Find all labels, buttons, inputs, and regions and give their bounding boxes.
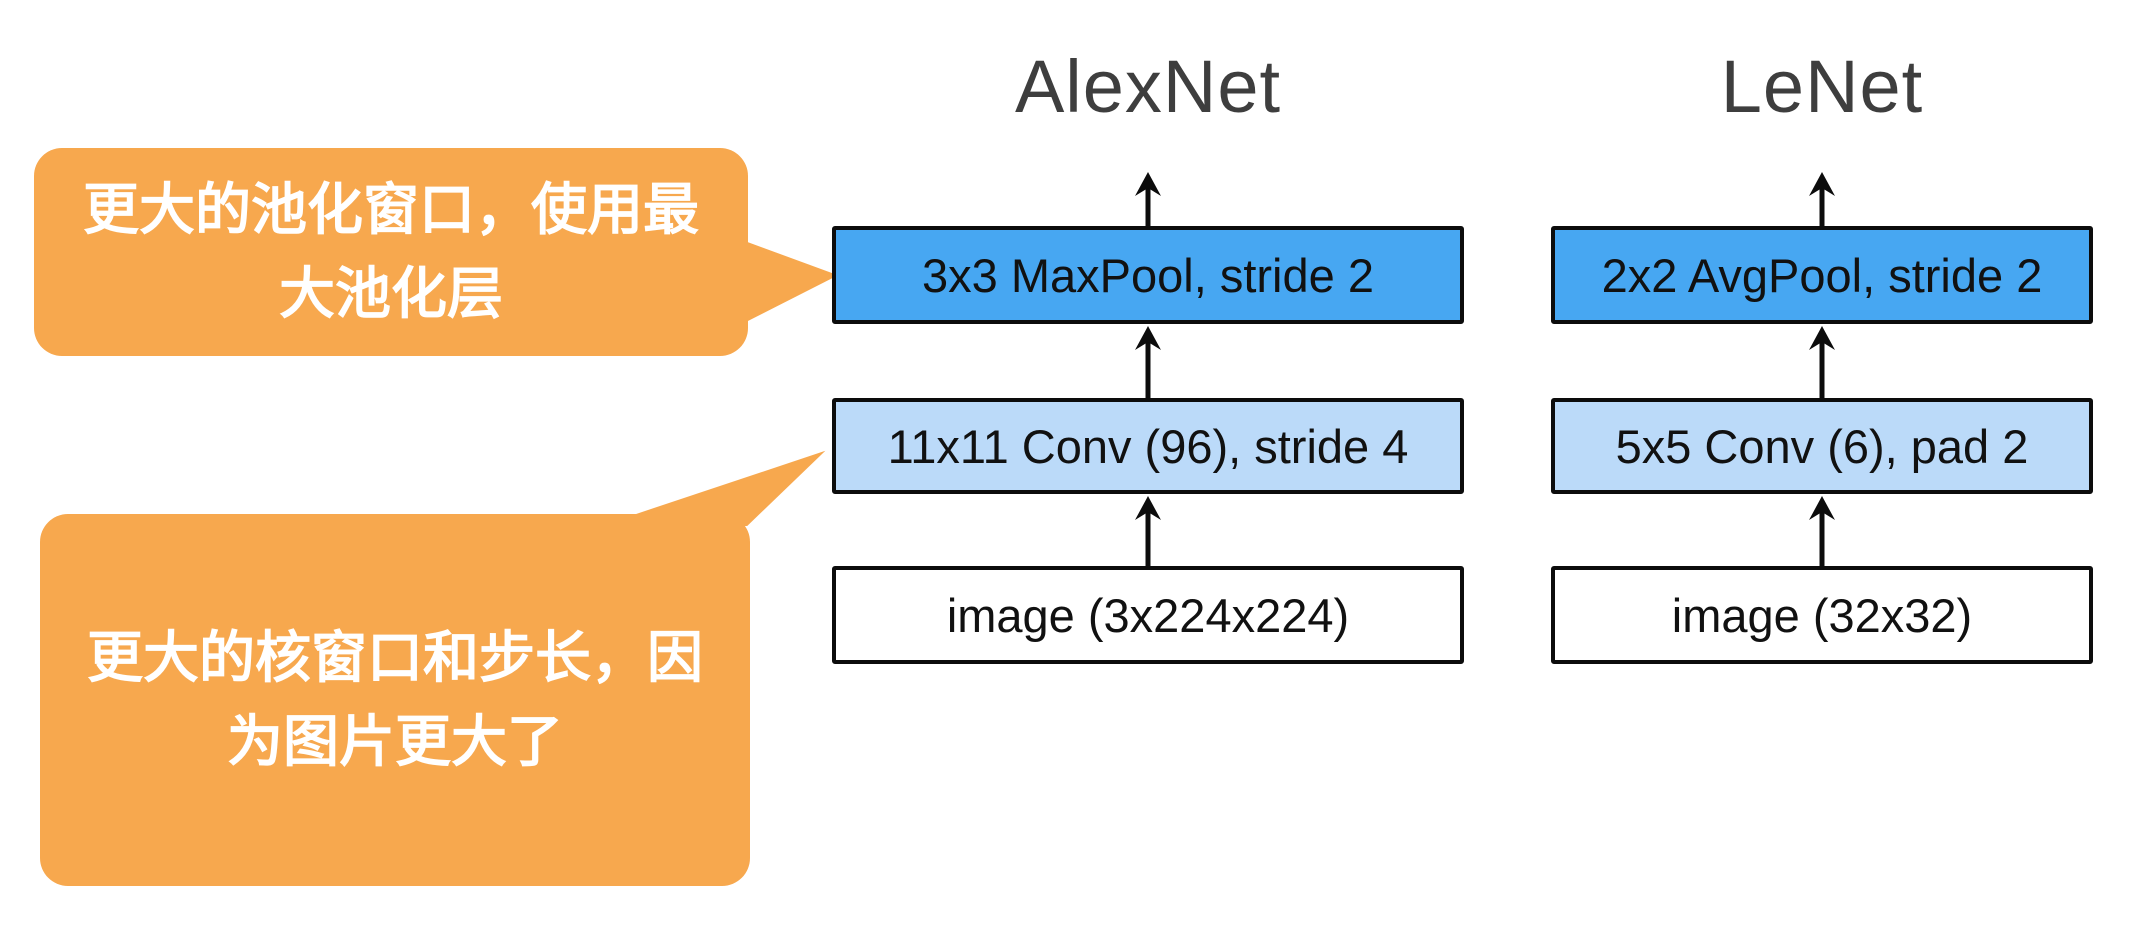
arrow-up-icon bbox=[1135, 496, 1161, 568]
lenet-layer-image: image (32x32) bbox=[1551, 566, 2093, 664]
arrow-up-icon bbox=[1135, 172, 1161, 228]
arrow-up-icon bbox=[1809, 326, 1835, 400]
lenet-title: LeNet bbox=[1720, 45, 1924, 128]
callout-pooling-pointer bbox=[742, 240, 838, 324]
lenet-layer-conv: 5x5 Conv (6), pad 2 bbox=[1551, 398, 2093, 494]
alexnet-title: AlexNet bbox=[1014, 45, 1282, 128]
arrow-up-icon bbox=[1809, 496, 1835, 568]
arrow-up-icon bbox=[1135, 326, 1161, 400]
arrow-up-icon bbox=[1809, 172, 1835, 228]
alexnet-layer-image: image (3x224x224) bbox=[832, 566, 1464, 664]
lenet-layer-avgpool: 2x2 AvgPool, stride 2 bbox=[1551, 226, 2093, 324]
alexnet-layer-maxpool: 3x3 MaxPool, stride 2 bbox=[832, 226, 1464, 324]
callout-conv: 更大的核窗口和步长，因 为图片更大了 bbox=[40, 514, 750, 886]
alexnet-layer-conv: 11x11 Conv (96), stride 4 bbox=[832, 398, 1464, 494]
callout-pooling: 更大的池化窗口，使用最 大池化层 bbox=[34, 148, 748, 356]
